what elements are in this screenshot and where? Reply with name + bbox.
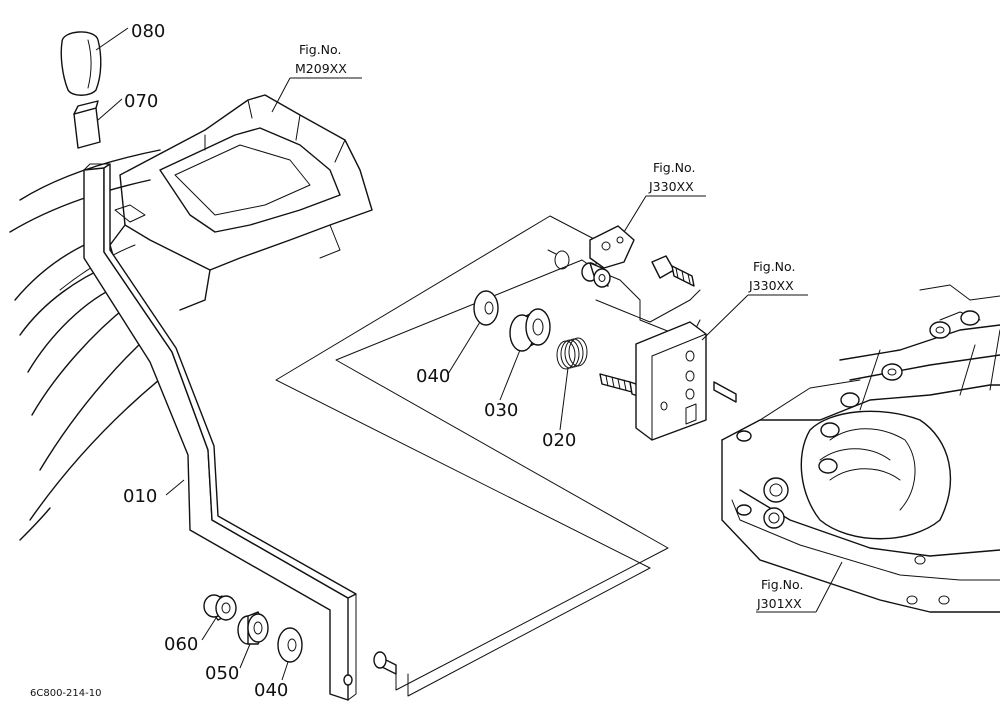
callout-060: 060 xyxy=(164,634,198,655)
transmission-housing xyxy=(721,284,1000,613)
washer-040-lower xyxy=(277,627,303,663)
fig-ref-j330-b-number: J330XX xyxy=(748,278,794,293)
callout-010: 010 xyxy=(123,486,157,507)
callout-040-upper: 040 xyxy=(416,366,450,387)
hex-bolt xyxy=(651,255,695,287)
callout-050: 050 xyxy=(205,663,239,684)
bushing-060 xyxy=(203,594,237,621)
spacer-030 xyxy=(509,308,551,352)
callout-080: 080 xyxy=(131,21,165,42)
fig-ref-j301-number: J301XX xyxy=(756,596,802,611)
fig-ref-m209-label: Fig.No. xyxy=(299,42,341,57)
fig-ref-j330-a: Fig.No. J330XX xyxy=(648,160,695,194)
fender-console xyxy=(9,94,373,541)
detent-plate xyxy=(589,225,635,269)
bushing-050 xyxy=(237,611,269,645)
fig-ref-m209-number: M209XX xyxy=(295,61,347,76)
callout-030: 030 xyxy=(484,400,518,421)
small-collar xyxy=(581,262,611,288)
bracket-plate xyxy=(635,321,737,441)
callout-040-lower: 040 xyxy=(254,680,288,701)
fig-ref-j330-a-number: J330XX xyxy=(648,179,694,194)
fig-ref-j301: Fig.No. J301XX xyxy=(756,577,803,611)
fig-ref-j330-a-label: Fig.No. xyxy=(653,160,695,175)
drawing-code: 6C800-214-10 xyxy=(30,688,101,699)
spring-020 xyxy=(556,337,588,370)
fig-ref-m209: Fig.No. M209XX xyxy=(295,42,347,76)
fig-ref-j330-b-label: Fig.No. xyxy=(753,259,795,274)
callout-070: 070 xyxy=(124,91,158,112)
shift-lever-010 xyxy=(83,163,397,701)
leader-lines xyxy=(95,27,843,681)
snap-ring xyxy=(547,249,570,270)
fig-ref-j301-label: Fig.No. xyxy=(761,577,803,592)
callout-020: 020 xyxy=(542,430,576,451)
fig-ref-j330-b: Fig.No. J330XX xyxy=(748,259,795,293)
grip-070 xyxy=(73,100,101,149)
callout-labels: 080 070 010 040 030 020 060 050 040 xyxy=(123,21,576,701)
knob-080 xyxy=(60,31,102,96)
washer-040-upper xyxy=(473,290,499,326)
